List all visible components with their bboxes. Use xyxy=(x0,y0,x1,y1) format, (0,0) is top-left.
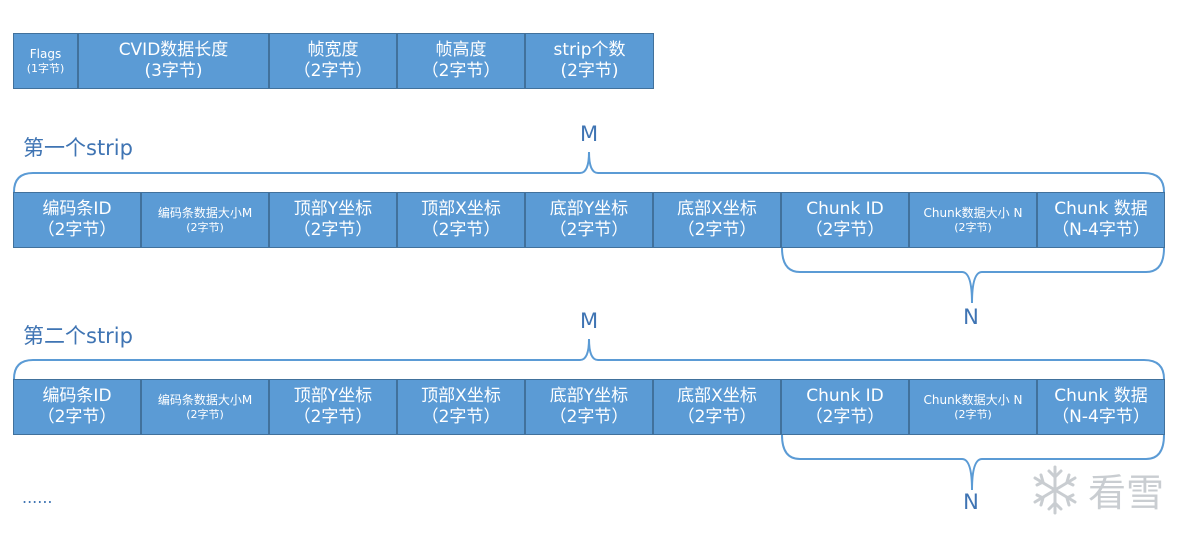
field-size: (2字节) xyxy=(954,220,992,234)
field-name: Chunk数据大小 N xyxy=(923,392,1023,407)
field-name: Flags xyxy=(29,46,62,61)
strip-field-top-y: 顶部Y坐标 （2字节） xyxy=(269,192,397,248)
field-name: 顶部X坐标 xyxy=(421,198,501,219)
strip-field-chunk-data: Chunk 数据 （N-4字节） xyxy=(1037,379,1165,435)
strip-field-bottom-x: 底部X坐标 （2字节） xyxy=(653,192,781,248)
strip-field-codebook-size: 编码条数据大小M (2字节) xyxy=(141,379,269,435)
strip-field-chunk-id: Chunk ID （2字节） xyxy=(781,379,909,435)
field-name: 帧高度 xyxy=(435,39,487,60)
snowflake-icon xyxy=(1033,465,1077,514)
field-size: （2字节） xyxy=(805,407,885,427)
strip-1-n-label: N xyxy=(963,305,979,329)
field-size: (2字节) xyxy=(560,61,619,81)
strip-field-bottom-y: 底部Y坐标 （2字节） xyxy=(525,192,653,248)
field-name: 底部Y坐标 xyxy=(549,198,629,219)
field-name: 底部X坐标 xyxy=(677,385,757,406)
strip-2-n-label: N xyxy=(963,490,979,514)
field-size: （2字节） xyxy=(805,220,885,240)
field-size: （2字节） xyxy=(293,220,373,240)
watermark-text: 看雪 xyxy=(1088,471,1165,515)
field-name: Chunk ID xyxy=(806,198,884,219)
strip-field-top-y: 顶部Y坐标 （2字节） xyxy=(269,379,397,435)
watermark: 看雪 xyxy=(1028,462,1164,517)
field-size: （2字节） xyxy=(421,61,501,81)
field-name: 编码条数据大小M xyxy=(157,205,253,220)
strip-2-title: 第二个strip xyxy=(23,324,133,348)
field-flags: Flags (1字节) xyxy=(13,33,78,89)
strip-field-chunk-data: Chunk 数据 （N-4字节） xyxy=(1037,192,1165,248)
strip-2-m-label: M xyxy=(579,309,599,333)
field-frame-height: 帧高度 （2字节） xyxy=(397,33,525,89)
field-size: (2字节) xyxy=(186,407,224,421)
field-frame-width: 帧宽度 （2字节） xyxy=(269,33,397,89)
field-name: 帧宽度 xyxy=(307,39,359,60)
field-name: 编码条数据大小M xyxy=(157,392,253,407)
strip-field-bottom-x: 底部X坐标 （2字节） xyxy=(653,379,781,435)
field-name: CVID数据长度 xyxy=(118,39,229,60)
field-name: 顶部Y坐标 xyxy=(293,385,373,406)
strip-field-chunk-size: Chunk数据大小 N (2字节) xyxy=(909,379,1037,435)
field-cvid-length: CVID数据长度 (3字节) xyxy=(78,33,269,89)
field-size: (1字节) xyxy=(26,61,65,75)
field-size: (2字节) xyxy=(186,220,224,234)
strip-1-m-label: M xyxy=(579,122,599,146)
field-size: （2字节） xyxy=(421,407,501,427)
field-size: （2字节） xyxy=(421,220,501,240)
field-name: Chunk ID xyxy=(806,385,884,406)
strip-field-bottom-y: 底部Y坐标 （2字节） xyxy=(525,379,653,435)
strip-2-row: 编码条ID （2字节） 编码条数据大小M (2字节) 顶部Y坐标 （2字节） 顶… xyxy=(13,379,1165,435)
strip-field-codebook-id: 编码条ID （2字节） xyxy=(13,192,141,248)
field-name: 顶部X坐标 xyxy=(421,385,501,406)
field-size: （2字节） xyxy=(293,407,373,427)
field-size: （2字节） xyxy=(677,407,757,427)
field-name: Chunk数据大小 N xyxy=(923,205,1023,220)
strip-field-chunk-size: Chunk数据大小 N (2字节) xyxy=(909,192,1037,248)
strip-field-codebook-id: 编码条ID （2字节） xyxy=(13,379,141,435)
strip-field-top-x: 顶部X坐标 （2字节） xyxy=(397,192,525,248)
field-size: （N-4字节） xyxy=(1052,407,1150,427)
field-size: （N-4字节） xyxy=(1052,220,1150,240)
field-strip-count: strip个数 (2字节) xyxy=(525,33,654,89)
field-name: strip个数 xyxy=(553,39,626,60)
strip-field-codebook-size: 编码条数据大小M (2字节) xyxy=(141,192,269,248)
field-name: Chunk 数据 xyxy=(1054,198,1148,219)
continuation-ellipsis: ...... xyxy=(22,488,53,507)
field-name: 底部Y坐标 xyxy=(549,385,629,406)
field-size: （2字节） xyxy=(549,407,629,427)
field-size: (2字节) xyxy=(954,407,992,421)
field-size: （2字节） xyxy=(293,61,373,81)
strip-1-title: 第一个strip xyxy=(23,136,133,160)
field-name: 顶部Y坐标 xyxy=(293,198,373,219)
field-size: （2字节） xyxy=(37,220,117,240)
field-size: (3字节) xyxy=(144,61,203,81)
field-name: 底部X坐标 xyxy=(677,198,757,219)
strip-field-chunk-id: Chunk ID （2字节） xyxy=(781,192,909,248)
field-name: 编码条ID xyxy=(42,385,112,406)
header-row: Flags (1字节) CVID数据长度 (3字节) 帧宽度 （2字节） 帧高度… xyxy=(13,33,654,89)
field-name: Chunk 数据 xyxy=(1054,385,1148,406)
strip-1-row: 编码条ID （2字节） 编码条数据大小M (2字节) 顶部Y坐标 （2字节） 顶… xyxy=(13,192,1165,248)
field-size: （2字节） xyxy=(549,220,629,240)
field-name: 编码条ID xyxy=(42,198,112,219)
field-size: （2字节） xyxy=(677,220,757,240)
strip-field-top-x: 顶部X坐标 （2字节） xyxy=(397,379,525,435)
field-size: （2字节） xyxy=(37,407,117,427)
